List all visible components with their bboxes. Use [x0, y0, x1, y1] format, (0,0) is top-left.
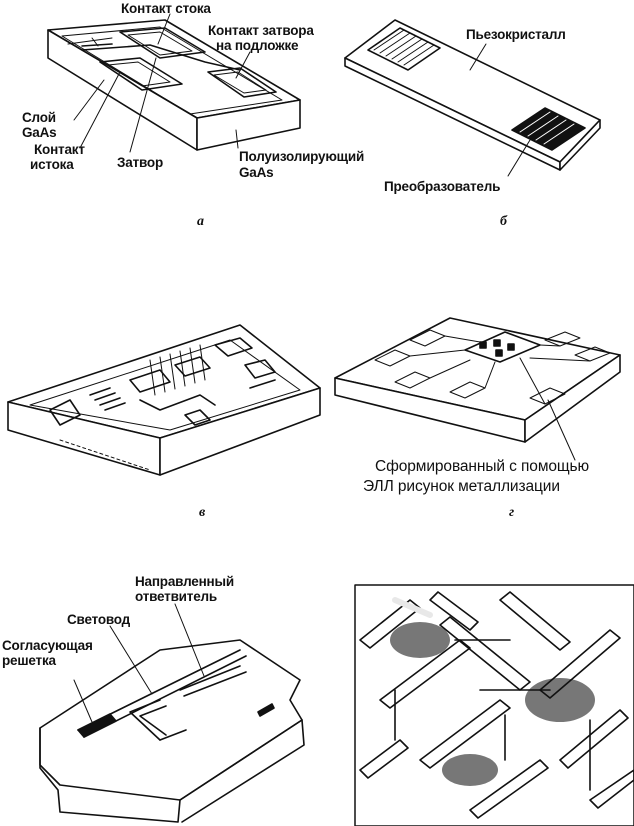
label-waveguide: Световод [67, 612, 131, 627]
label-coupler-line2: ответвитель [135, 589, 217, 604]
label-source-contact-line2: истока [30, 157, 74, 172]
label-semi-insulating-line2: GaAs [239, 165, 274, 180]
label-layer-line1: Слой [22, 110, 56, 125]
micrograph-pattern [359, 591, 634, 819]
caption-a: а [197, 214, 204, 229]
panel-b-saw-drawing [344, 19, 601, 177]
label-grating-line1: Согласующая [2, 638, 93, 653]
panel-e-micrograph [354, 584, 634, 826]
label-piezocrystal: Пьезокристалл [466, 27, 566, 42]
panel-g-metallization-drawing [334, 317, 621, 461]
caption-b: б [500, 214, 507, 229]
panel-a-fet-drawing [47, 13, 301, 153]
label-metallization-line1: Сформированный с помощью [375, 458, 590, 475]
label-gate-contact-line2: на подложке [216, 38, 299, 53]
label-coupler-line1: Направленный [135, 574, 234, 589]
label-gate: Затвор [117, 155, 163, 170]
label-drain-contact: Контакт стока [121, 1, 211, 16]
label-transducer: Преобразователь [384, 179, 501, 194]
label-layer-line2: GaAs [22, 125, 57, 140]
label-gate-contact-line1: Контакт затвора [208, 23, 314, 38]
caption-g: г [509, 505, 515, 520]
label-source-contact-line1: Контакт [34, 142, 85, 157]
panel-v-circuit-drawing [7, 324, 321, 476]
label-semi-insulating-line1: Полуизолирующий [239, 149, 365, 164]
panel-d-waveguide-drawing [39, 603, 305, 823]
caption-v: в [199, 505, 206, 520]
label-grating-line2: решетка [2, 653, 56, 668]
label-metallization-line2: ЭЛЛ рисунок металлизации [363, 478, 560, 495]
